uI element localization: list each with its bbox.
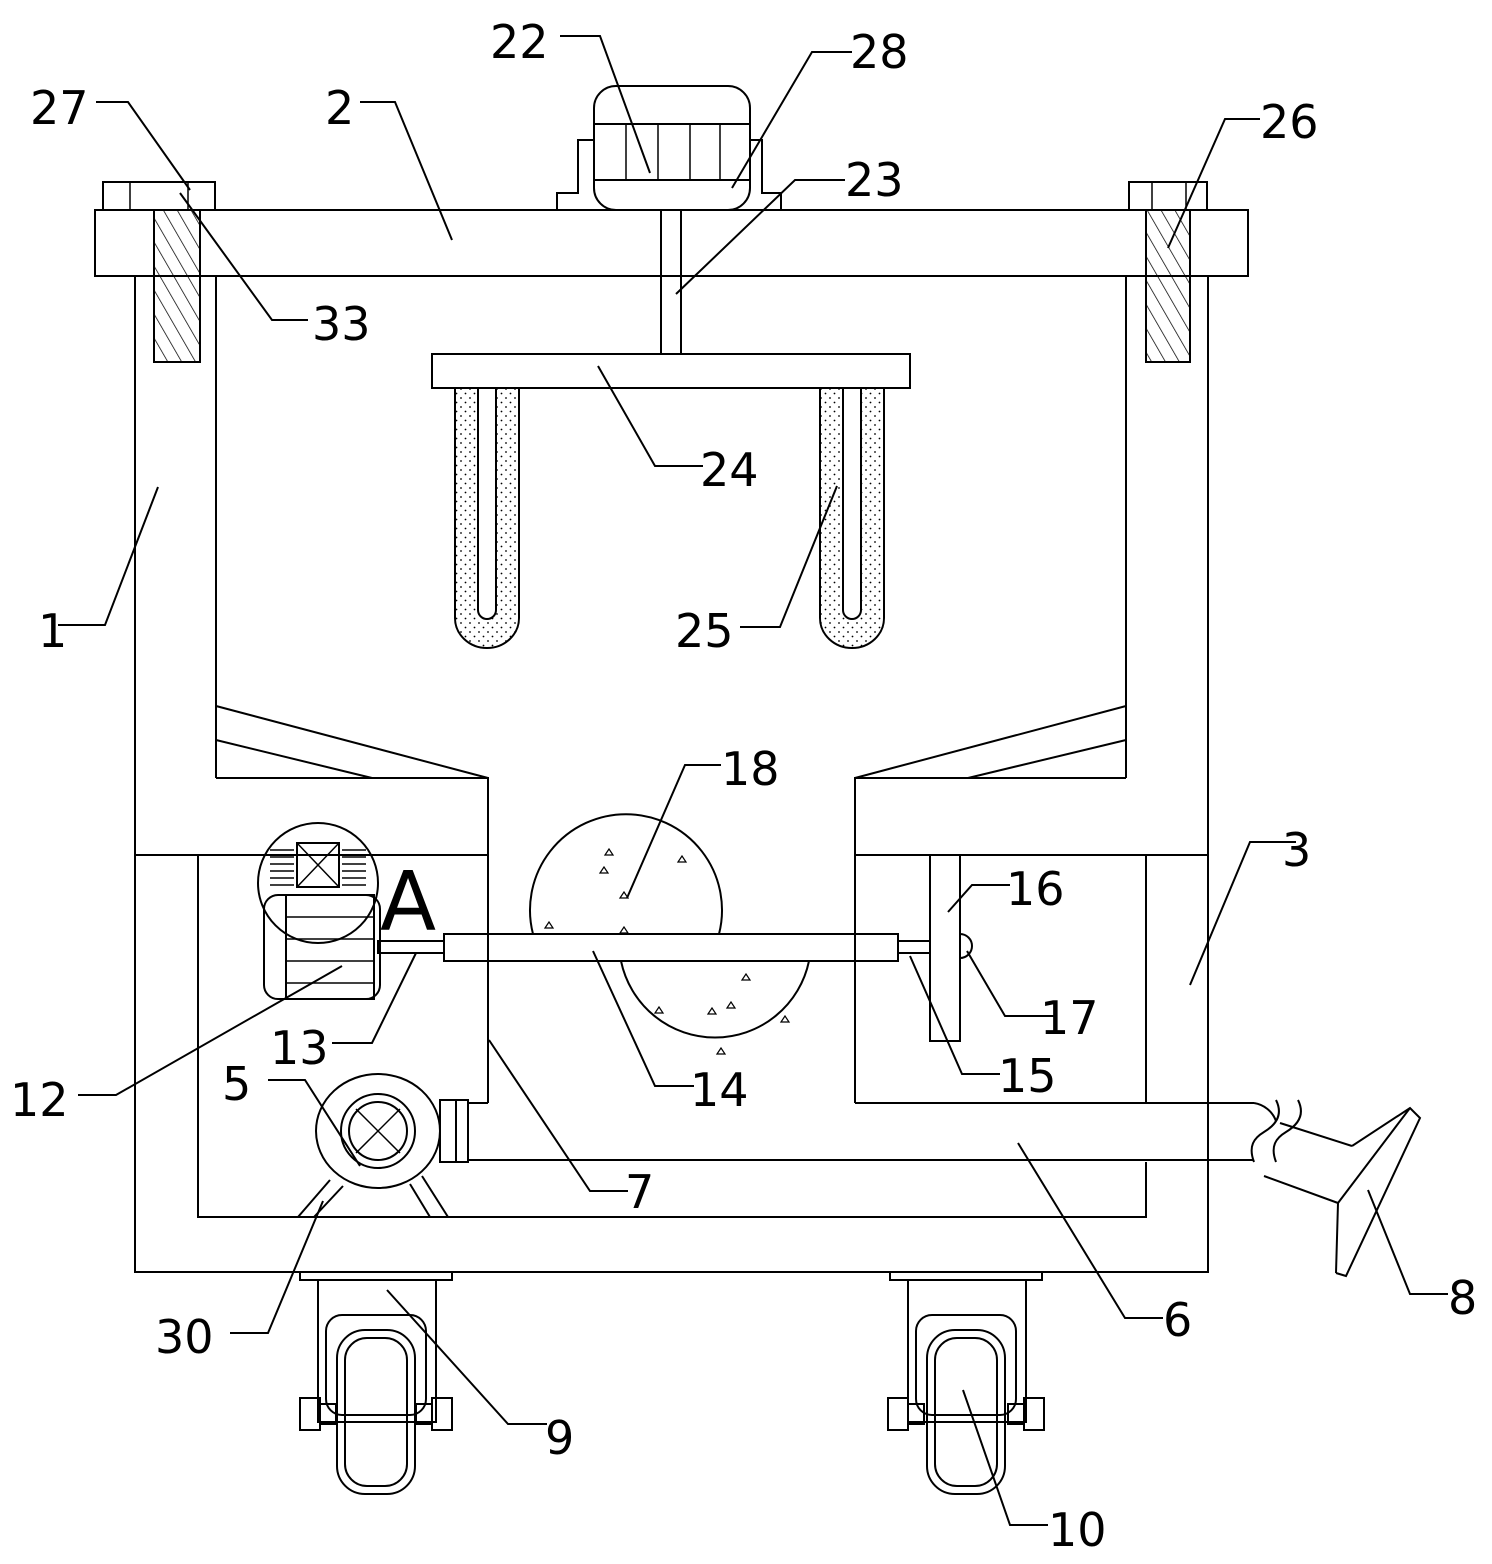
label-30: 30 (155, 1310, 214, 1364)
label-1: 1 (38, 604, 67, 658)
top-motor (556, 85, 782, 211)
label-28: 28 (850, 25, 909, 79)
label-13: 13 (270, 1021, 329, 1075)
label-8: 8 (1448, 1271, 1477, 1325)
hopper (215, 705, 1127, 1103)
label-25: 25 (675, 604, 734, 658)
left-bolt (102, 181, 216, 363)
label-23: 23 (845, 153, 904, 207)
drive-motor (257, 822, 381, 1000)
detail-marker-A: A (380, 855, 436, 950)
label-26: 26 (1260, 95, 1319, 149)
outlet-pipe (468, 1099, 1422, 1278)
part-labels: 22 28 23 27 2 26 33 24 25 1 18 3 16 17 1… (10, 15, 1477, 1557)
label-2: 2 (325, 81, 354, 135)
right-bolt (1128, 181, 1208, 363)
label-27: 27 (30, 81, 89, 135)
label-24: 24 (700, 443, 759, 497)
label-3: 3 (1282, 823, 1311, 877)
label-14: 14 (690, 1063, 749, 1117)
label-12: 12 (10, 1073, 69, 1127)
leader-lines (58, 35, 1448, 1526)
label-15: 15 (998, 1049, 1057, 1103)
top-plate (94, 209, 1249, 277)
grinding-shaft (377, 854, 973, 1042)
label-18: 18 (721, 742, 780, 796)
left-caster (299, 1271, 453, 1495)
grinding-discs (529, 813, 810, 1055)
label-9: 9 (545, 1411, 574, 1465)
label-10: 10 (1048, 1503, 1107, 1557)
label-22: 22 (490, 15, 549, 69)
pump (297, 1073, 488, 1218)
label-5: 5 (222, 1057, 251, 1111)
stirring-assembly (431, 209, 911, 649)
label-16: 16 (1006, 862, 1065, 916)
label-17: 17 (1040, 991, 1099, 1045)
label-33: 33 (312, 297, 371, 351)
label-7: 7 (625, 1165, 654, 1219)
right-caster (887, 1271, 1045, 1495)
label-6: 6 (1163, 1293, 1192, 1347)
body-frame (134, 276, 1209, 1273)
